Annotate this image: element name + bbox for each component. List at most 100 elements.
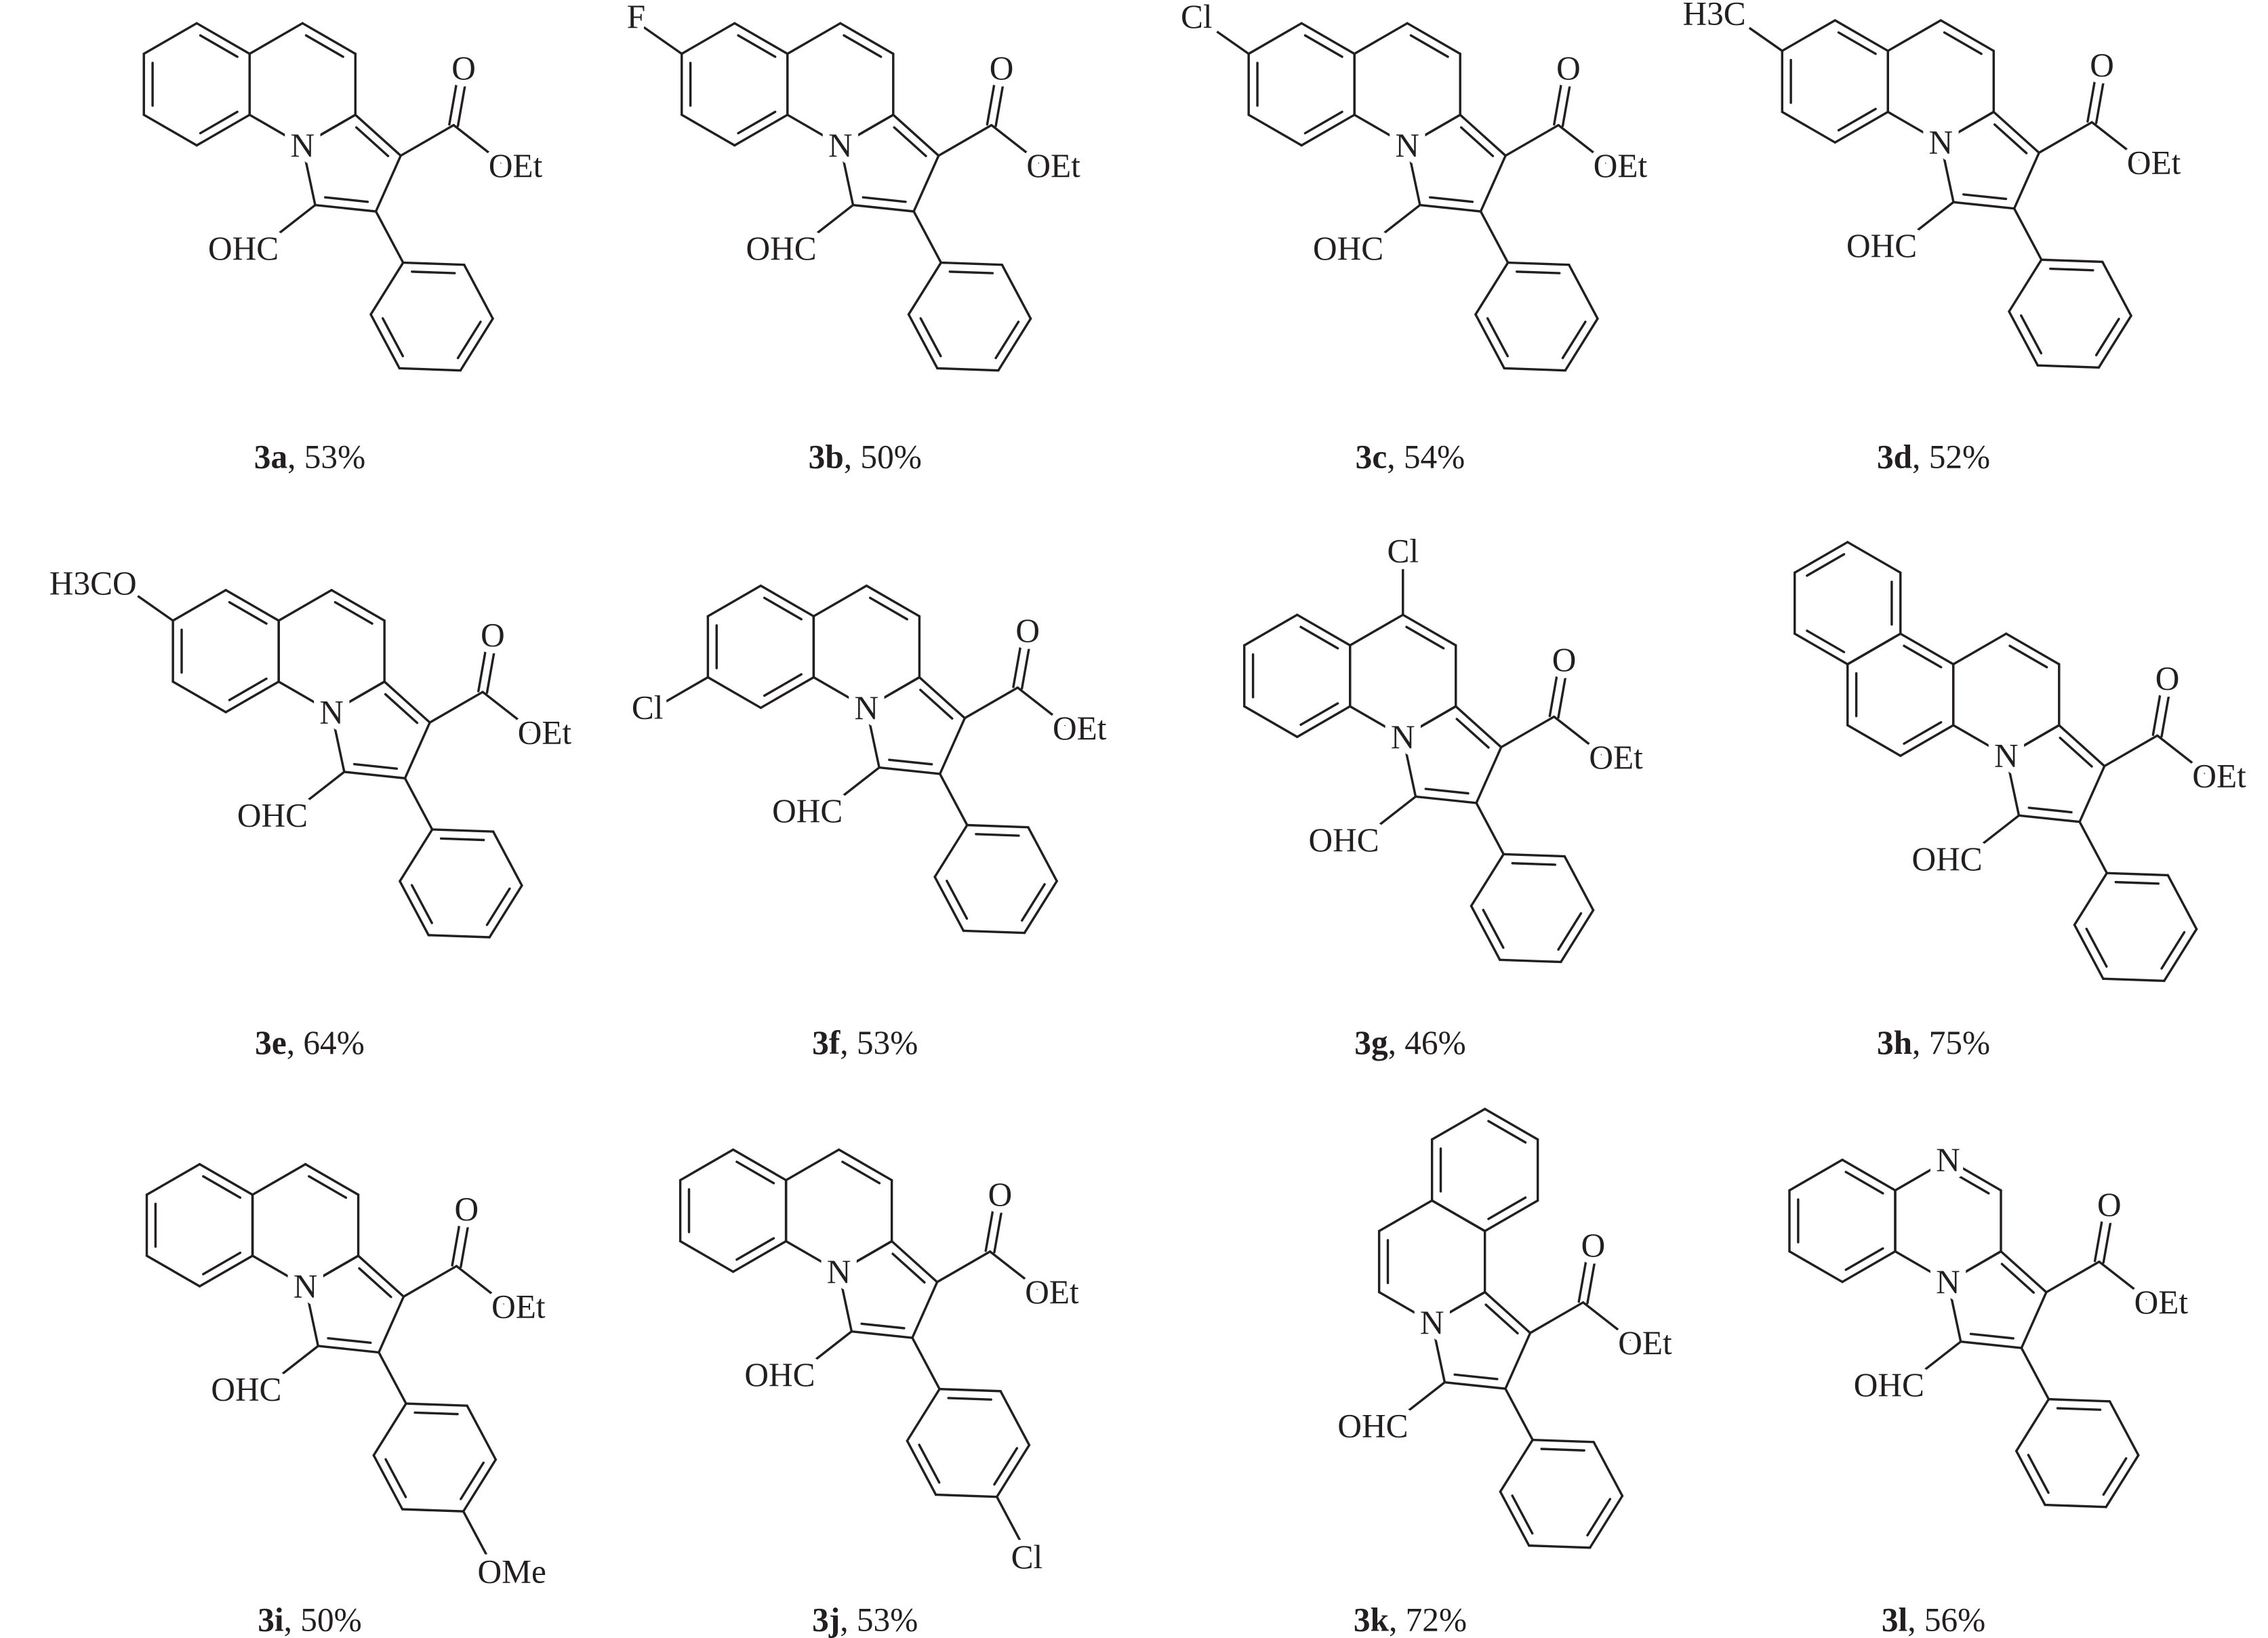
bond [428,691,484,724]
bond [142,22,198,56]
bond [1430,1107,1486,1141]
bond [145,1254,201,1288]
bond [936,367,1000,372]
bond [1000,263,1032,320]
bond [398,367,462,372]
bond [839,144,855,207]
bond [1414,795,1478,804]
double-bond-line [919,317,942,358]
bond [1561,67,1575,127]
bond [1531,1438,1595,1444]
bond [2015,1397,2050,1452]
bond [477,632,490,693]
bond [1939,141,1955,203]
ring-nitrogen-label: N [290,127,315,164]
core-substituent-label: H3CO [49,565,137,602]
ring-nitrogen-label: N [1395,127,1419,164]
bond [1202,21,1250,56]
bond [455,1265,506,1305]
bond [2156,734,2207,775]
bond [127,588,174,622]
carbonyl-oxygen-label: O [481,616,505,653]
bond [865,676,921,710]
bond [374,154,402,213]
formyl-label: OHC [211,1371,281,1408]
compound-yield: , 53% [287,438,365,476]
ring-nitrogen-label: N [319,693,344,731]
ethoxy-label: OEt [1026,147,1080,184]
ethoxy-label: OEt [2127,144,2181,182]
bond [2098,1261,2149,1301]
ethoxy-label: OEt [2192,758,2246,795]
bond [195,113,251,147]
bond [2008,258,2043,313]
bond [374,210,405,264]
bond [1560,909,1595,964]
bond [1886,19,1942,52]
bond [1402,613,1457,647]
bond [401,1508,465,1513]
double-bond-line [2027,1454,2050,1494]
bond [1947,1250,2002,1284]
bond [224,589,280,622]
core-substituent-label: Cl [632,689,664,726]
bond [784,1148,841,1182]
bond [803,203,855,244]
bond [812,676,868,710]
ring-nitrogen-label: N [855,689,879,726]
bond [2105,872,2169,877]
bond [865,706,880,769]
bond [681,113,736,147]
double-bond-line [737,110,777,135]
double-bond-line [1844,1170,1884,1195]
double-bond-line [1540,1448,1585,1452]
bond [2005,632,2061,666]
bond [198,1163,254,1196]
bond [837,1270,853,1333]
bond [2094,64,2108,125]
bond [1952,201,2016,210]
compound-id: 3b [809,438,844,476]
double-bond-line [2094,317,2120,356]
bond [995,1495,1024,1547]
bond [890,1240,939,1284]
bond [145,1163,201,1196]
double-bond-line [893,126,927,157]
bond [733,22,789,56]
double-bond-line [1950,1170,1990,1195]
bond [372,1402,407,1457]
bond [2012,151,2040,210]
bond [995,1444,1031,1498]
bond [2160,678,2173,738]
bond [2105,1454,2140,1509]
bond [268,1345,320,1385]
ethoxy-label: OEt [2134,1284,2189,1321]
bond [1499,958,1562,964]
bond [1736,18,1783,52]
bond [1553,66,1566,126]
bond [938,773,969,827]
bond [1470,853,1505,907]
bond [1899,724,1955,757]
bond [1247,113,1303,147]
bond [963,686,1019,720]
double-bond-line [327,1337,372,1345]
bond [993,1193,1006,1254]
bond [912,154,940,213]
compound-caption: 3l, 56% [1882,1601,1985,1638]
bond [2000,1250,2048,1294]
bond [402,1265,458,1298]
bond [1588,1494,1624,1549]
bond [1781,110,1836,144]
bond [1563,855,1595,912]
bond [277,589,333,622]
bond [343,771,407,780]
compound-id: 3c [1356,438,1388,476]
double-bond-line [1806,629,1846,653]
double-bond-line [304,34,344,58]
bond [2020,1291,2048,1349]
bond [2015,1450,2046,1507]
bond [251,1163,307,1196]
